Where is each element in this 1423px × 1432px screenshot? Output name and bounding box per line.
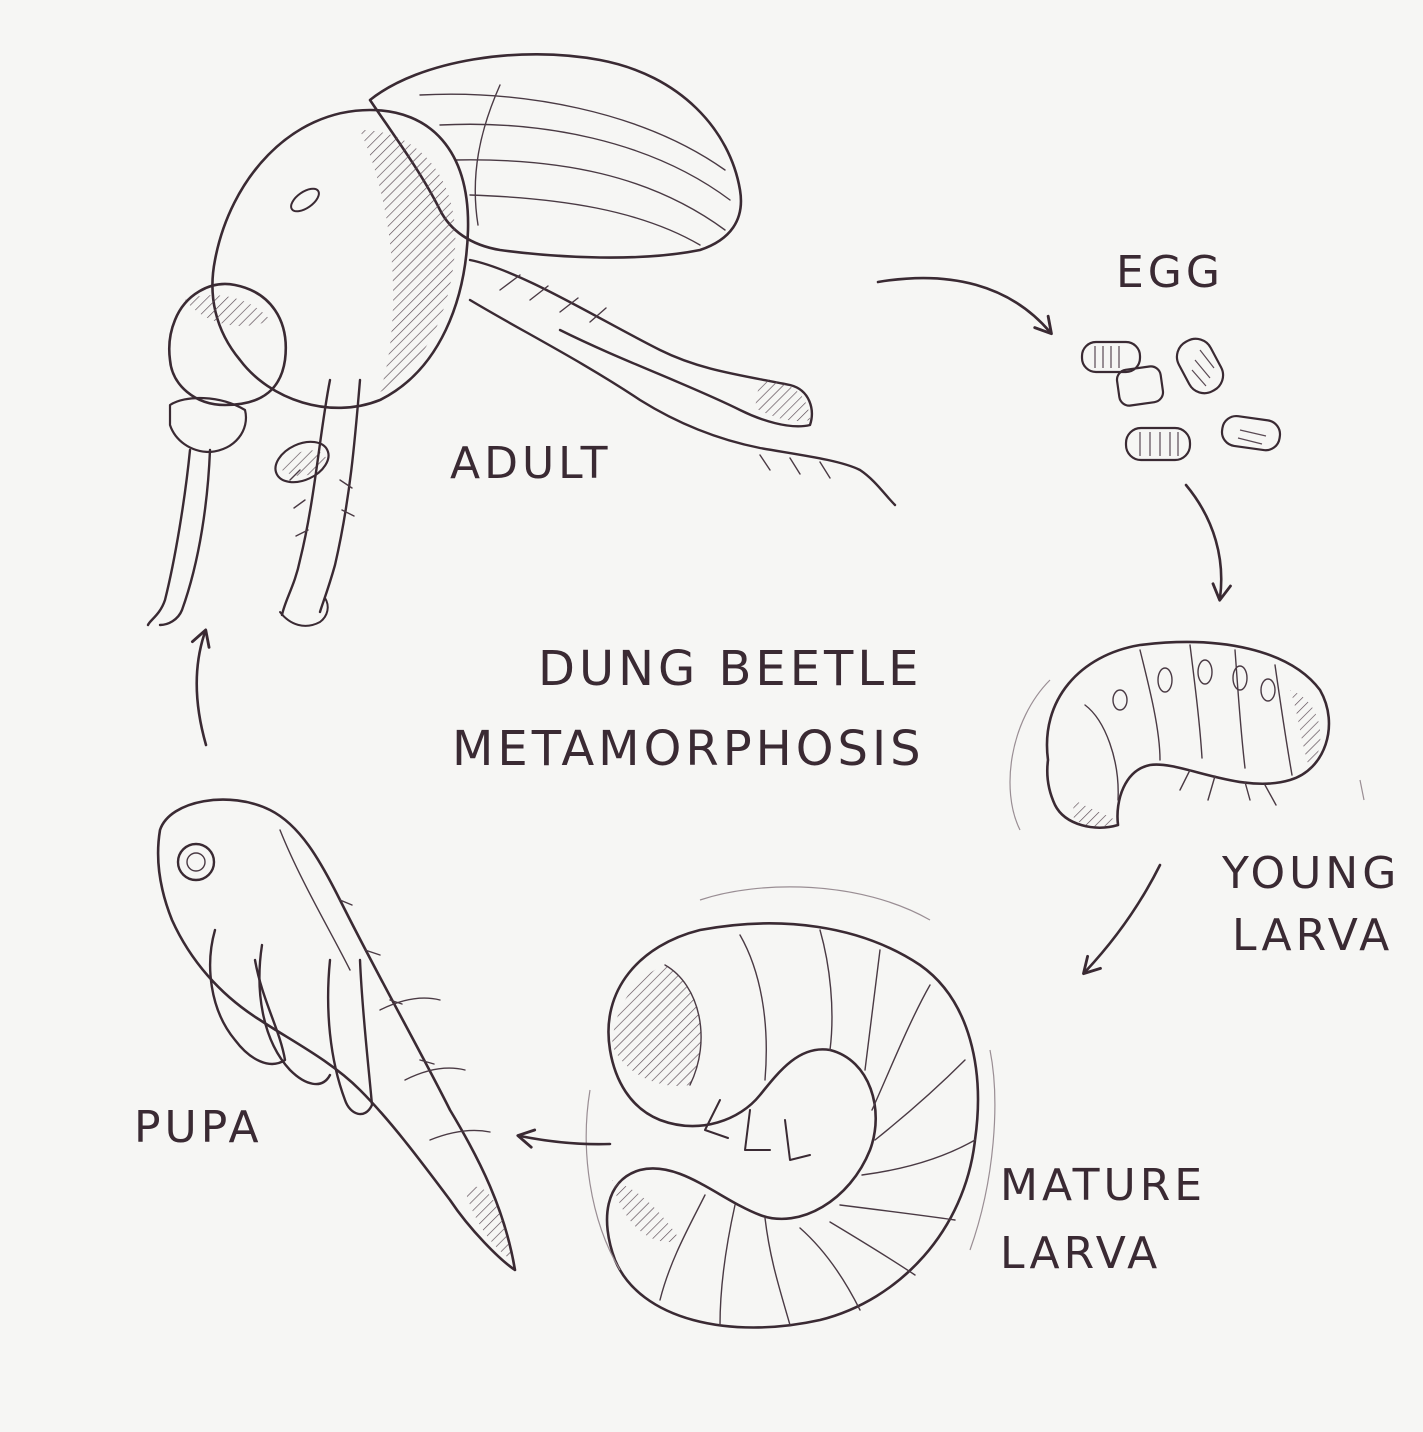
label-adult: ADULT [450,438,612,489]
label-mature-larva-line1: MATURE [1000,1160,1206,1211]
diagram-title-line1: DUNG BEETLE [538,641,922,697]
label-young-larva-line1: YOUNG [1221,848,1400,899]
label-young-larva-line2: LARVA [1232,910,1393,961]
diagram-title-line2: METAMORPHOSIS [452,721,925,777]
label-egg: EGG [1116,247,1224,298]
label-pupa: PUPA [134,1102,263,1153]
label-mature-larva-line2: LARVA [1000,1228,1161,1279]
